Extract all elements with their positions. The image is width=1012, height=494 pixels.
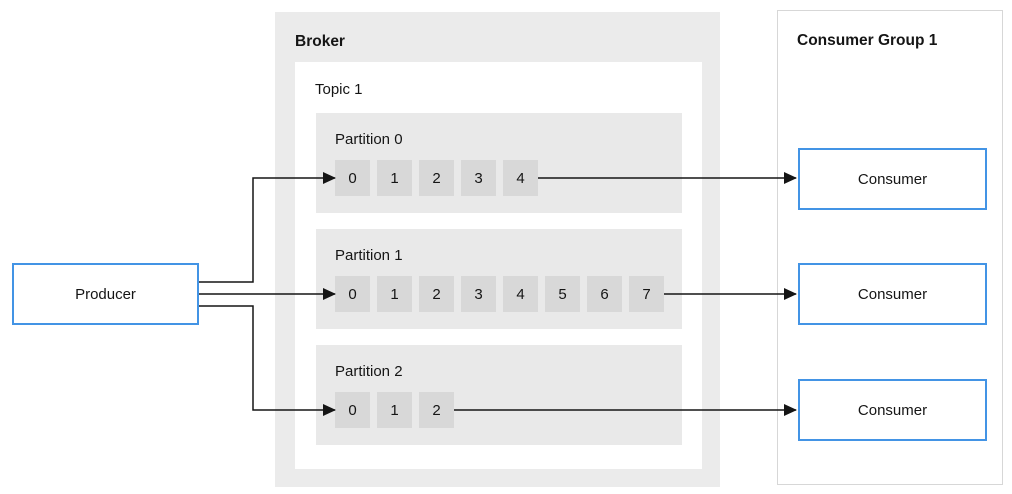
producer-label: Producer <box>75 285 136 303</box>
offset-cell: 0 <box>335 392 370 428</box>
offset-cell: 5 <box>545 276 580 312</box>
offset-cell: 7 <box>629 276 664 312</box>
consumer-box-1: Consumer <box>798 148 987 210</box>
offset-cell: 2 <box>419 276 454 312</box>
offset-cell: 3 <box>461 276 496 312</box>
topic-title: Topic 1 <box>315 81 363 98</box>
offset-cell: 0 <box>335 160 370 196</box>
offset-cell: 2 <box>419 392 454 428</box>
consumer-2-label: Consumer <box>857 285 928 303</box>
partition-1-box: Partition 1 0 1 2 3 4 5 6 7 <box>316 229 682 329</box>
topic-box: Topic 1 Partition 0 0 1 2 3 4 Partition … <box>295 62 702 469</box>
consumer-1-label: Consumer <box>857 170 928 188</box>
partition-1-label: Partition 1 <box>335 247 403 264</box>
offset-cell: 4 <box>503 160 538 196</box>
offset-cell: 6 <box>587 276 622 312</box>
offset-cell: 1 <box>377 392 412 428</box>
consumer-box-3: Consumer <box>798 379 987 441</box>
partition-0-label: Partition 0 <box>335 131 403 148</box>
partition-2-offsets: 0 1 2 <box>335 392 454 428</box>
broker-title: Broker <box>295 33 345 50</box>
consumer-group-title: Consumer Group 1 <box>797 32 938 49</box>
consumer-3-label: Consumer <box>857 401 928 419</box>
partition-1-offsets: 0 1 2 3 4 5 6 7 <box>335 276 664 312</box>
offset-cell: 3 <box>461 160 496 196</box>
broker-box: Broker Topic 1 Partition 0 0 1 2 3 4 Par… <box>275 12 720 487</box>
partition-2-label: Partition 2 <box>335 363 403 380</box>
producer-box: Producer <box>12 263 199 325</box>
offset-cell: 2 <box>419 160 454 196</box>
partition-0-box: Partition 0 0 1 2 3 4 <box>316 113 682 213</box>
partition-0-offsets: 0 1 2 3 4 <box>335 160 538 196</box>
consumer-box-2: Consumer <box>798 263 987 325</box>
partition-2-box: Partition 2 0 1 2 <box>316 345 682 445</box>
offset-cell: 1 <box>377 160 412 196</box>
offset-cell: 4 <box>503 276 538 312</box>
consumer-group-box: Consumer Group 1 Consumer Consumer Consu… <box>777 10 1003 485</box>
offset-cell: 0 <box>335 276 370 312</box>
offset-cell: 1 <box>377 276 412 312</box>
